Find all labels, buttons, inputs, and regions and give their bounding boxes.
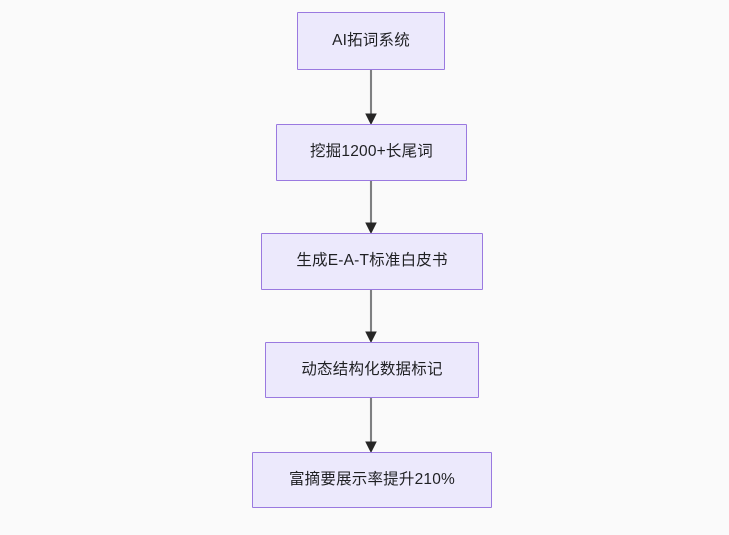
flowchart-node-dynamic-structured-data-markup[interactable]: 动态结构化数据标记	[265, 342, 479, 398]
flowchart-node-ai-keyword-system[interactable]: AI拓词系统	[297, 12, 445, 70]
flowchart-node-mine-longtail-keywords[interactable]: 挖掘1200+长尾词	[276, 124, 467, 181]
node-label: 富摘要展示率提升210%	[288, 470, 456, 488]
node-label: 生成E-A-T标准白皮书	[296, 252, 448, 270]
node-label: 动态结构化数据标记	[301, 360, 443, 378]
node-label: 挖掘1200+长尾词	[309, 143, 434, 161]
node-label: AI拓词系统	[332, 31, 410, 49]
flowchart-node-rich-snippet-impression-lift[interactable]: 富摘要展示率提升210%	[252, 452, 492, 508]
flowchart-node-generate-eat-whitepaper[interactable]: 生成E-A-T标准白皮书	[261, 233, 483, 290]
